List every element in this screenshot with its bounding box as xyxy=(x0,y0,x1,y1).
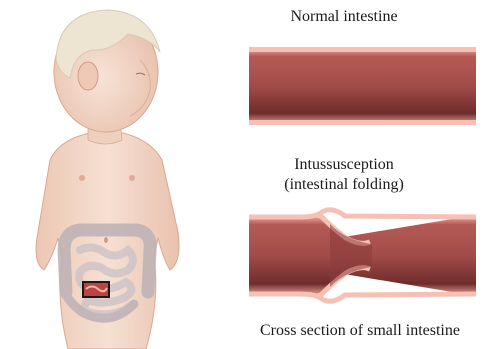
intussusception-title: Intussusception xyxy=(238,155,450,175)
child-figure xyxy=(36,10,179,349)
normal-intestine-label: Normal intestine xyxy=(238,8,450,26)
intussusception-diagram xyxy=(249,210,476,302)
ear xyxy=(78,62,98,90)
intussusception-label: Intussusception (intestinal folding) xyxy=(238,155,450,195)
normal-intestine-diagram xyxy=(249,47,476,125)
cross-section-caption: Cross section of small intestine xyxy=(228,322,492,340)
highlight-box xyxy=(83,282,109,297)
intussusception-subtitle: (intestinal folding) xyxy=(238,175,450,195)
